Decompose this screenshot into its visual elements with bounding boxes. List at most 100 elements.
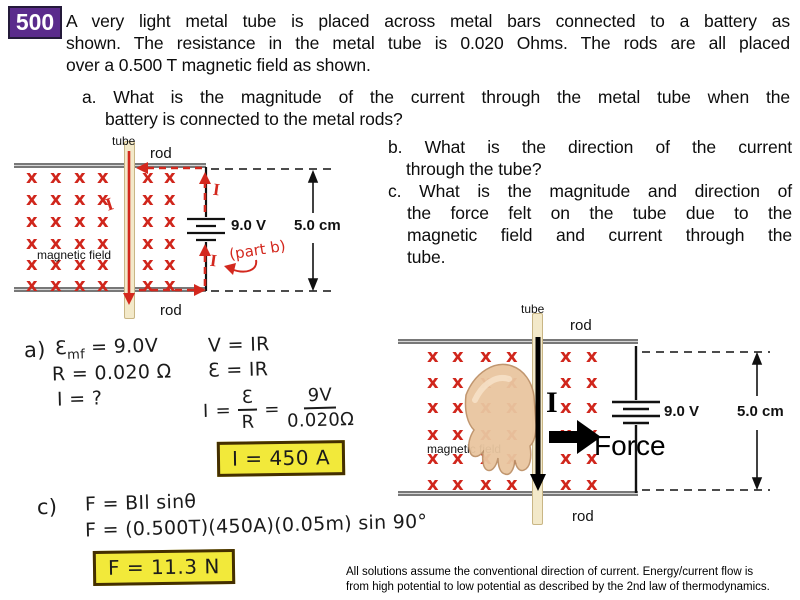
field-x-mark: x <box>586 397 598 418</box>
points-badge: 500 <box>8 6 62 39</box>
problem-line-3: over a 0.500 T magnetic field as shown. <box>66 55 371 75</box>
solution-a-eq2: Ɛ = IR <box>207 358 269 382</box>
left-voltage-label: 9.0 V <box>231 217 267 234</box>
right-tube-label: tube <box>521 302 545 316</box>
question-c-line-4: tube. <box>407 247 446 267</box>
solution-a-given-emf: Ɛmf = 9.0V <box>55 335 159 363</box>
field-x-mark: x <box>26 254 38 275</box>
fraction-lhs: I <box>202 400 209 422</box>
right-bottom-rod <box>398 491 638 496</box>
emf-value: = 9.0V <box>90 334 159 359</box>
part-b-note: (part b) <box>227 236 287 264</box>
field-x-mark: x <box>560 424 572 445</box>
field-x-mark: x <box>142 211 154 232</box>
solution-a-fraction: I = Ɛ R = 9V 0.020Ω <box>202 384 354 434</box>
left-current-label-tube: I <box>102 193 116 215</box>
equals-sign: = <box>264 398 281 420</box>
part-b-arrow <box>224 259 258 275</box>
fraction-9v-over-r: 9V 0.020Ω <box>286 384 354 432</box>
problem-line-2: shown. The resistance in the metal tube … <box>66 33 790 53</box>
solution-c-eq1: F = BIl sinθ <box>84 490 197 516</box>
right-rod-bottom-label: rod <box>572 508 594 525</box>
fraction-emf-over-r: Ɛ R <box>237 386 258 433</box>
fraction-numerator: Ɛ <box>237 386 258 412</box>
field-x-mark: x <box>164 254 176 275</box>
footnote-line-2: from high potential to low potential as … <box>346 581 770 593</box>
fraction-denominator: R <box>241 411 255 433</box>
left-rod-bottom-label: rod <box>160 302 182 319</box>
field-x-mark: x <box>164 189 176 210</box>
left-current-label-bottom: I <box>208 250 218 271</box>
field-x-mark: x <box>164 167 176 188</box>
question-c-line-3: magnetic field and current through the <box>407 225 792 245</box>
field-x-mark: x <box>142 254 154 275</box>
right-top-rod <box>398 339 638 344</box>
problem-line-5a: battery is connected to the metal rods? <box>105 109 403 129</box>
left-current-label-top: I <box>211 179 221 200</box>
left-top-rod <box>14 163 206 168</box>
left-current-arrows <box>123 151 211 305</box>
right-dimension-lines <box>642 351 770 491</box>
field-x-mark: x <box>26 189 38 210</box>
left-tube-label: tube <box>112 134 136 148</box>
field-x-mark: x <box>142 275 154 296</box>
field-x-mark: x <box>26 233 38 254</box>
field-x-mark: x <box>560 346 572 367</box>
force-label: Force <box>594 430 666 461</box>
field-x-mark: x <box>97 211 109 232</box>
left-rod-top-label: rod <box>150 145 172 162</box>
solution-a-given-i: I = ? <box>56 387 103 411</box>
field-x-mark: x <box>26 275 38 296</box>
field-x-mark: x <box>164 211 176 232</box>
field-x-mark: x <box>586 372 598 393</box>
field-x-mark: x <box>586 346 598 367</box>
solution-c-label: c) <box>36 494 58 520</box>
solution-a-eq1: V = IR <box>207 333 270 357</box>
question-c-line-2: the force felt on the tube due to the <box>407 203 792 223</box>
left-tube <box>124 141 135 319</box>
solution-c-eq2: F = (0.500T)(450A)(0.05m) sin 90° <box>84 510 428 542</box>
fraction-numerator: 9V <box>303 384 337 410</box>
field-x-mark: x <box>74 211 86 232</box>
field-x-mark: x <box>427 346 439 367</box>
field-x-mark: x <box>50 275 62 296</box>
solution-a-label: a) <box>23 337 46 363</box>
answer-box-force: F = 11.3 N <box>92 549 236 586</box>
right-dimension-arrow <box>751 351 763 491</box>
field-x-mark: x <box>142 167 154 188</box>
field-x-mark: x <box>74 275 86 296</box>
question-b-line-2: through the tube? <box>406 159 542 179</box>
emf-subscript: mf <box>66 347 86 363</box>
field-x-mark: x <box>142 189 154 210</box>
right-hand-rule-hand <box>464 363 537 476</box>
field-x-mark: x <box>74 189 86 210</box>
right-width-label: 5.0 cm <box>737 403 784 420</box>
field-x-mark: x <box>50 167 62 188</box>
right-voltage-label: 9.0 V <box>664 403 700 420</box>
field-x-mark: x <box>427 372 439 393</box>
field-x-mark: x <box>142 233 154 254</box>
question-b-line-1: b. What is the direction of the current <box>388 137 792 157</box>
field-x-mark: x <box>560 397 572 418</box>
problem-line-1: A very light metal tube is placed across… <box>66 11 790 31</box>
right-rod-top-label: rod <box>570 317 592 334</box>
fraction-denominator: 0.020Ω <box>286 409 355 432</box>
field-x-mark: x <box>560 448 572 469</box>
field-x-mark: x <box>26 167 38 188</box>
solution-a-given-r: R = 0.020 Ω <box>51 360 172 386</box>
field-x-mark: x <box>26 211 38 232</box>
equals-sign: = <box>215 399 232 422</box>
right-battery-icon <box>612 346 660 493</box>
footnote-line-1: All solutions assume the conventional di… <box>346 566 754 578</box>
answer-box-current: I = 450 A <box>216 440 346 477</box>
left-width-label: 5.0 cm <box>294 217 341 234</box>
left-field-label: magnetic field <box>37 248 112 262</box>
field-x-mark: x <box>560 372 572 393</box>
right-current-label: I <box>546 386 558 419</box>
field-x-mark: x <box>97 167 109 188</box>
field-x-mark: x <box>50 211 62 232</box>
field-x-mark: x <box>74 167 86 188</box>
problem-line-4a: a. What is the magnitude of the current … <box>82 87 790 107</box>
emf-symbol: Ɛ <box>54 337 68 360</box>
field-x-mark: x <box>97 275 109 296</box>
